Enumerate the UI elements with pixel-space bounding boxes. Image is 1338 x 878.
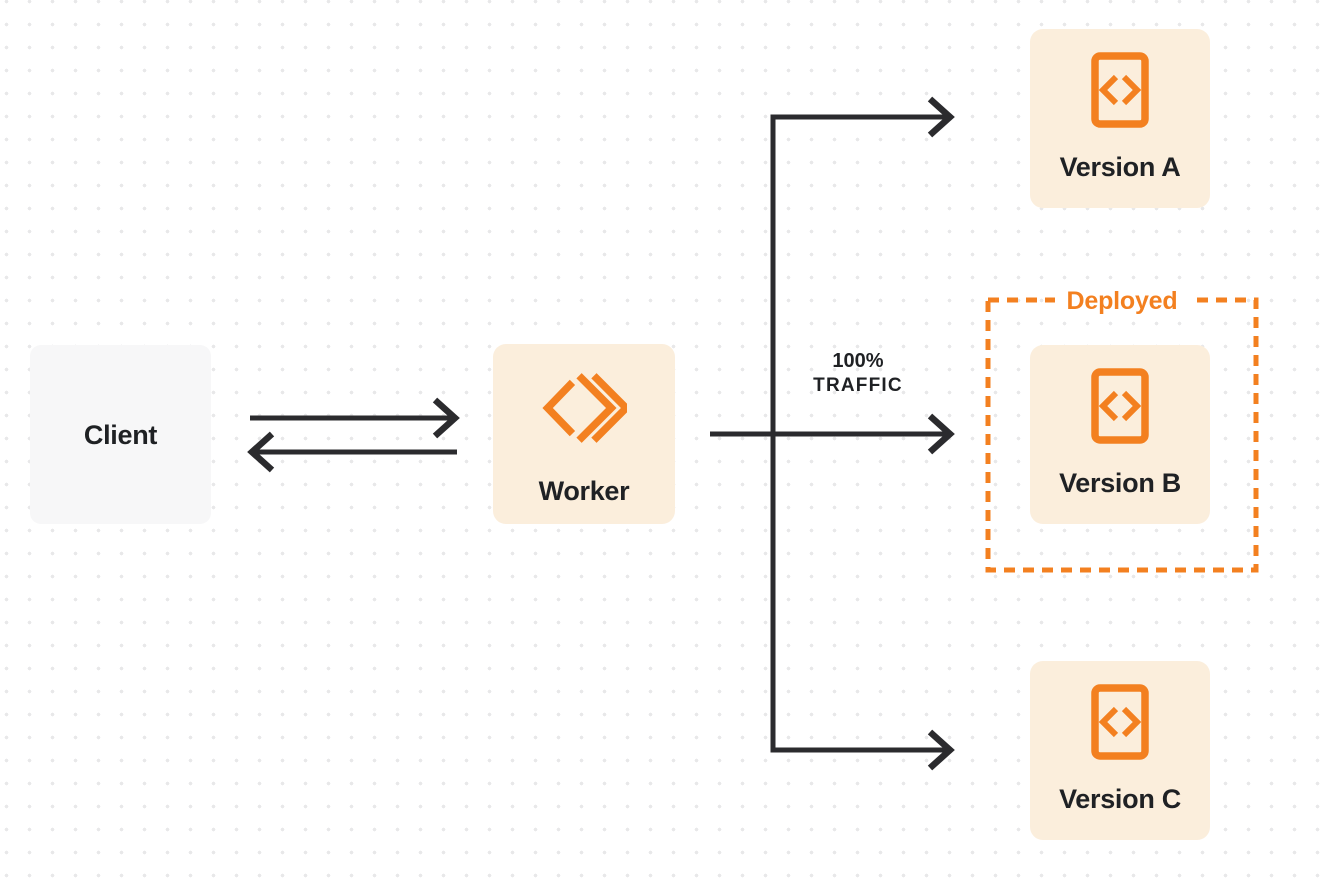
deployed-label-wrap: Deployed bbox=[988, 287, 1256, 315]
code-file-icon bbox=[1091, 684, 1149, 760]
traffic-word: TRAFFIC bbox=[813, 375, 903, 396]
node-worker: Worker bbox=[493, 344, 675, 524]
arrowhead-left-icon bbox=[247, 431, 275, 473]
worker-label: Worker bbox=[538, 476, 630, 506]
arrowhead-version-a-icon bbox=[927, 96, 955, 138]
arrowhead-right-icon bbox=[432, 397, 460, 439]
deployed-label: Deployed bbox=[1054, 287, 1190, 315]
node-version-c: Version C bbox=[1030, 661, 1210, 840]
arrowhead-version-b-icon bbox=[927, 413, 955, 455]
arrowhead-version-c-icon bbox=[927, 729, 955, 771]
version-c-label: Version C bbox=[1059, 784, 1181, 814]
version-a-label: Version A bbox=[1059, 152, 1181, 182]
traffic-label: 100% TRAFFIC bbox=[783, 349, 933, 398]
workers-logo-icon bbox=[542, 373, 627, 443]
node-version-a: Version A bbox=[1030, 29, 1210, 208]
node-client: Client bbox=[30, 345, 211, 524]
node-version-b: Version B bbox=[1030, 345, 1210, 524]
version-b-label: Version B bbox=[1059, 468, 1181, 498]
code-file-icon bbox=[1091, 368, 1149, 444]
traffic-percent: 100% bbox=[832, 350, 884, 372]
client-label: Client bbox=[83, 419, 158, 450]
code-file-icon bbox=[1091, 52, 1149, 128]
